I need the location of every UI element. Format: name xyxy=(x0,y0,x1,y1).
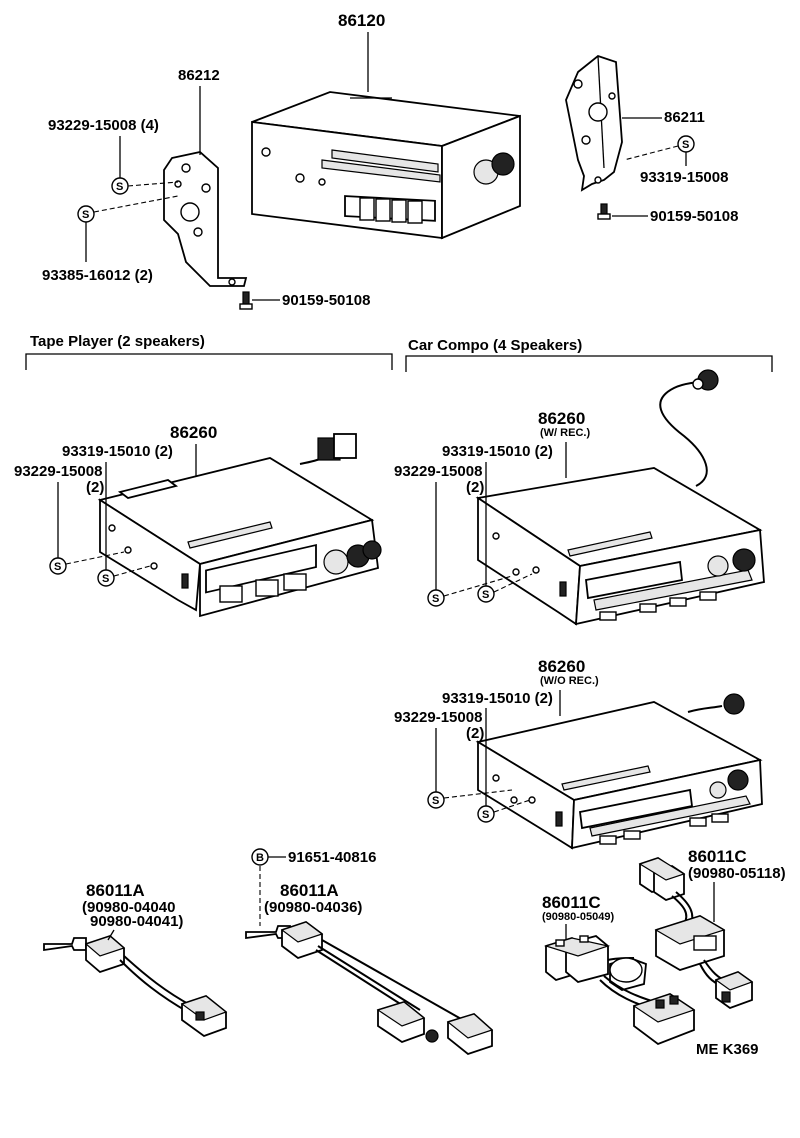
section-bracket xyxy=(25,353,393,370)
right-bracket-drawing xyxy=(565,54,623,192)
dashed-leader xyxy=(65,551,125,565)
harness-sub-number: 90980-04041) xyxy=(90,913,183,930)
screw-part-number: 93229-15008 xyxy=(14,463,102,480)
harness-86011a-1-drawing xyxy=(43,934,228,1038)
screw-symbol: S xyxy=(97,569,115,587)
harness-part-number: 86011C xyxy=(542,893,601,912)
tape-player-part-number: 86260 xyxy=(170,423,217,442)
screw-symbol: S xyxy=(77,205,95,223)
svg-text:S: S xyxy=(82,209,89,221)
dashed-leader xyxy=(113,565,151,577)
car-compo-norec-part-number: 86260 xyxy=(538,657,585,676)
car-compo-rec-variant: (W/ REC.) xyxy=(540,427,590,439)
left-bracket-part-number: 86212 xyxy=(178,67,220,84)
harness-86011c-4-drawing xyxy=(638,857,754,1010)
harness-86011c-3-drawing xyxy=(543,935,696,1046)
dashed-leader xyxy=(443,575,513,597)
svg-text:S: S xyxy=(116,181,123,193)
screw-symbol: S xyxy=(477,805,495,823)
screw-part-number: 93229-15008 (4) xyxy=(48,117,159,134)
dashed-leader xyxy=(127,181,179,187)
screw-part-number: 93319-15008 xyxy=(640,169,728,186)
screw-symbol: S xyxy=(427,791,445,809)
screw-quantity: (2) xyxy=(466,479,484,496)
harness-86011a-2-drawing xyxy=(245,920,494,1056)
svg-text:S: S xyxy=(432,593,439,605)
radio-part-number: 86120 xyxy=(338,11,385,30)
right-bracket-part-number: 86211 xyxy=(664,109,705,126)
screw-part-number: 93319-15010 (2) xyxy=(442,443,553,460)
screw-quantity: (2) xyxy=(86,479,104,496)
screw-part-number: 93319-15010 (2) xyxy=(442,690,553,707)
screw-symbol: S xyxy=(677,135,695,153)
bolt-part-number: 90159-50108 xyxy=(650,208,738,225)
screw-symbol: S xyxy=(49,557,67,575)
car-compo-rec-drawing xyxy=(475,369,765,626)
harness-part-number: 86011A xyxy=(280,881,339,900)
bolt-drawing xyxy=(597,203,611,220)
svg-text:S: S xyxy=(482,589,489,601)
section-title-tape-player: Tape Player (2 speakers) xyxy=(30,333,205,350)
radio-86120-drawing xyxy=(251,91,521,240)
screw-part-number: 93385-16012 (2) xyxy=(42,267,153,284)
bolt-drawing xyxy=(239,291,253,310)
dashed-leader xyxy=(493,573,533,593)
harness-sub-number: (90980-05049) xyxy=(542,911,615,923)
car-compo-rec-part-number: 86260 xyxy=(538,409,585,428)
svg-text:S: S xyxy=(102,573,109,585)
dashed-leader xyxy=(443,789,513,799)
screw-symbol: S xyxy=(111,177,129,195)
left-bracket-drawing xyxy=(163,151,248,287)
svg-text:S: S xyxy=(682,139,689,151)
harness-sub-number: (90980-04040 xyxy=(82,899,175,916)
section-title-car-compo: Car Compo (4 Speakers) xyxy=(408,337,582,354)
dashed-leader xyxy=(493,799,531,813)
car-compo-norec-drawing xyxy=(475,693,763,850)
car-compo-norec-variant: (W/O REC.) xyxy=(540,675,599,687)
section-bracket xyxy=(405,355,773,372)
clip-part-number: 91651-40816 xyxy=(288,849,376,866)
screw-part-number: 93319-15010 (2) xyxy=(62,443,173,460)
harness-sub-number: (90980-05118) xyxy=(688,865,786,882)
svg-text:S: S xyxy=(432,795,439,807)
harness-sub-number: (90980-04036) xyxy=(264,899,362,916)
svg-text:B: B xyxy=(256,852,264,864)
screw-part-number: 93229-15008 xyxy=(394,463,482,480)
bolt-part-number: 90159-50108 xyxy=(282,292,370,309)
clip-symbol: B xyxy=(251,848,269,866)
harness-part-number: 86011A xyxy=(86,881,145,900)
diagram-code: ME K369 xyxy=(696,1041,759,1058)
tape-player-drawing xyxy=(97,433,382,618)
dashed-leader xyxy=(623,145,679,161)
screw-symbol: S xyxy=(427,589,445,607)
dashed-leader xyxy=(93,195,179,213)
screw-symbol: S xyxy=(477,585,495,603)
screw-quantity: (2) xyxy=(466,725,484,742)
svg-text:S: S xyxy=(54,561,61,573)
leader-line xyxy=(107,929,115,941)
harness-part-number: 86011C xyxy=(688,847,747,866)
svg-text:S: S xyxy=(482,809,489,821)
screw-part-number: 93229-15008 xyxy=(394,709,482,726)
